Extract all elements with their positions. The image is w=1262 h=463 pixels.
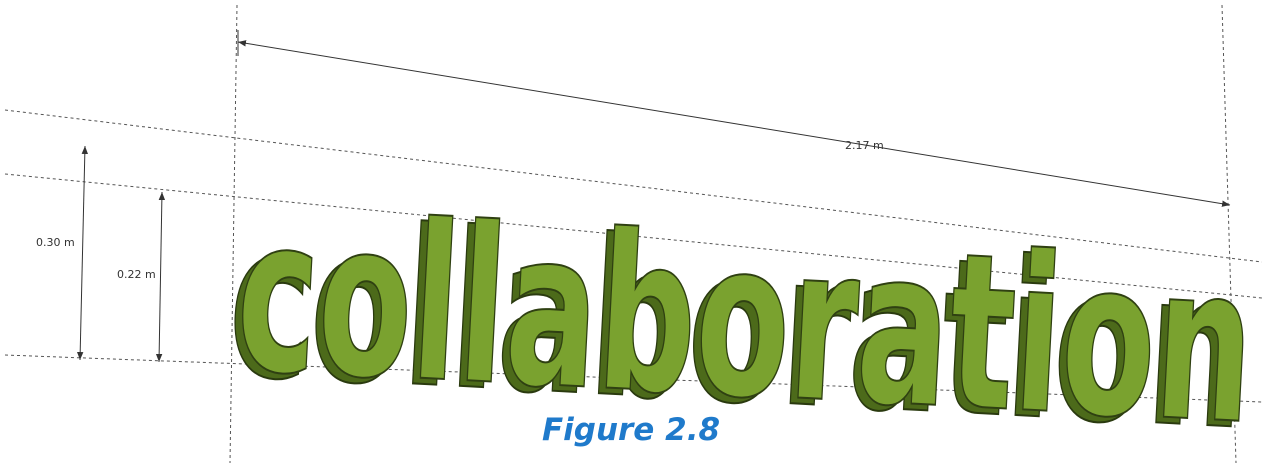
x-height-guide	[4, 173, 1262, 299]
total-height-dimension-line	[76, 145, 89, 361]
left-vertical-guide	[229, 4, 238, 463]
word-face: collaboration	[231, 170, 1259, 463]
figure-caption: Figure 2.8	[541, 412, 721, 448]
word-extrusion: collaboration	[224, 176, 1252, 463]
extruded-word-3d: collaboration collaboration	[223, 169, 1261, 463]
x-height-dimension-line	[155, 191, 166, 363]
total-height-label: 0.30 m	[36, 236, 75, 249]
right-vertical-guide	[1221, 4, 1237, 463]
x-height-label: 0.22 m	[117, 268, 156, 281]
length-dimension-line	[237, 40, 1231, 207]
top-height-guide	[4, 109, 1262, 263]
length-dimension-label: 2.17 m	[845, 139, 884, 152]
